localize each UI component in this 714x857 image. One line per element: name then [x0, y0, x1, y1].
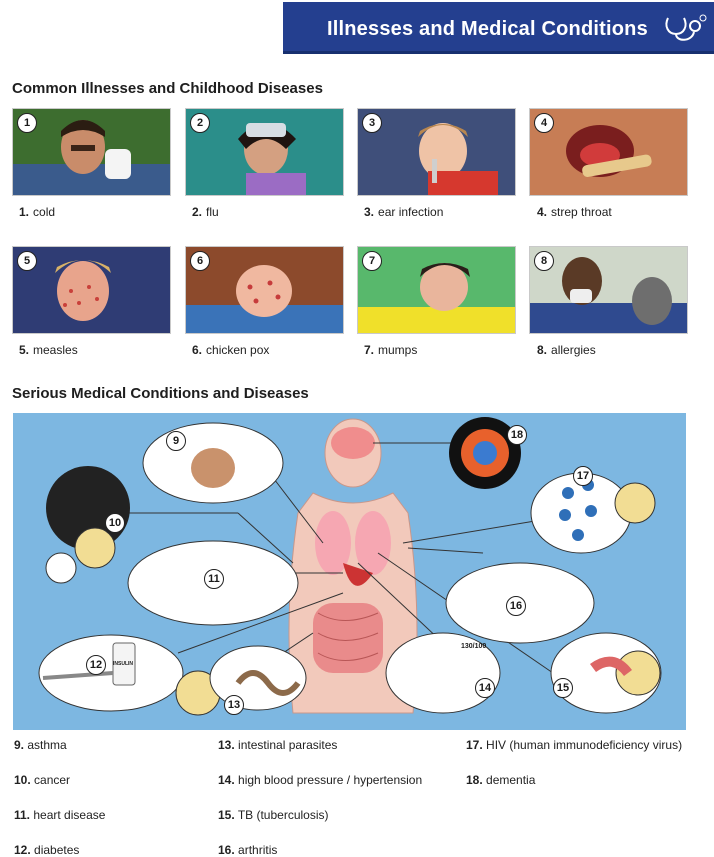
insulin-label: INSULIN — [113, 661, 133, 667]
caption-flu: 2.flu — [192, 205, 219, 219]
list-item: 14. high blood pressure / hypertension — [218, 773, 423, 787]
caption-measles: 5.measles — [19, 343, 78, 357]
number-badge: 10 — [105, 513, 125, 533]
list-item: 12. diabetes — [14, 843, 80, 857]
number-badge: 18 — [507, 425, 527, 445]
number-badge: 1 — [17, 113, 37, 133]
list-item: 11. heart disease — [14, 808, 106, 822]
stethoscope-icon — [665, 14, 707, 41]
bp-monitor-readout: 130/100 — [461, 643, 487, 650]
anatomy-diagram: 130/100 INSULIN 9 10 11 12 13 14 15 16 1… — [13, 413, 686, 730]
illustration-chicken-pox: 6 — [185, 246, 344, 334]
list-item: 18. dementia — [466, 773, 536, 787]
number-badge: 5 — [17, 251, 37, 271]
number-badge: 15 — [553, 678, 573, 698]
caption-chicken-pox: 6.chicken pox — [192, 343, 270, 357]
number-badge: 8 — [534, 251, 554, 271]
illustration-strep-throat: 4 — [529, 108, 688, 196]
number-badge: 17 — [573, 466, 593, 486]
list-item: 10. cancer — [14, 773, 71, 787]
header-banner: Illnesses and Medical Conditions — [283, 2, 714, 54]
number-badge: 4 — [534, 113, 554, 133]
number-badge: 12 — [86, 655, 106, 675]
caption-allergies: 8.allergies — [537, 343, 596, 357]
illustration-mumps: 7 — [357, 246, 516, 334]
list-item: 13. intestinal parasites — [218, 738, 338, 752]
number-badge: 2 — [190, 113, 210, 133]
section-title-serious: Serious Medical Conditions and Diseases — [12, 385, 309, 402]
body-figure — [288, 418, 418, 714]
illustration-flu: 2 — [185, 108, 344, 196]
illustration-measles: 5 — [12, 246, 171, 334]
list-item: 9. asthma — [14, 738, 67, 752]
number-badge: 11 — [204, 569, 224, 589]
list-item: 15. TB (tuberculosis) — [218, 808, 329, 822]
caption-cold: 1.cold — [19, 205, 56, 219]
number-badge: 13 — [224, 695, 244, 715]
page-title: Illnesses and Medical Conditions — [327, 18, 648, 40]
illustration-allergies: 8 — [529, 246, 688, 334]
list-item: 16. arthritis — [218, 843, 278, 857]
list-item: 17. HIV (human immunodeficiency virus) — [466, 738, 683, 752]
number-badge: 6 — [190, 251, 210, 271]
number-badge: 3 — [362, 113, 382, 133]
number-badge: 9 — [166, 431, 186, 451]
caption-mumps: 7.mumps — [364, 343, 418, 357]
section-title-common: Common Illnesses and Childhood Diseases — [12, 80, 323, 97]
number-badge: 7 — [362, 251, 382, 271]
number-badge: 14 — [475, 678, 495, 698]
caption-ear-infection: 3.ear infection — [364, 205, 444, 219]
caption-strep-throat: 4.strep throat — [537, 205, 612, 219]
illustration-ear-infection: 3 — [357, 108, 516, 196]
number-badge: 16 — [506, 596, 526, 616]
illustration-cold: 1 — [12, 108, 171, 196]
